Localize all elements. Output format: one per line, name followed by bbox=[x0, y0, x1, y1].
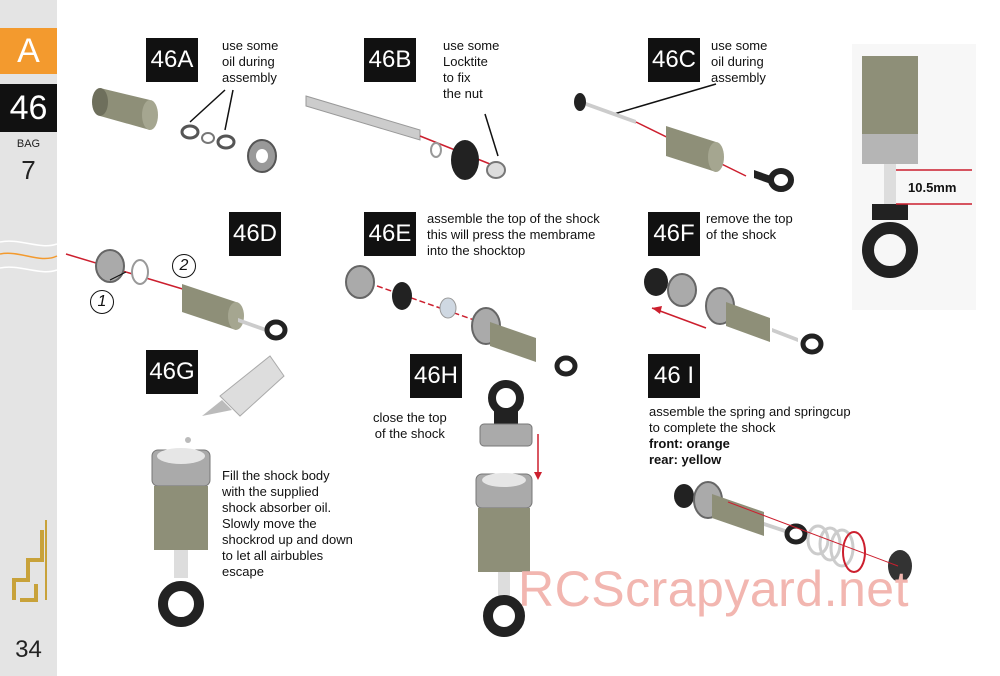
step-46g-note-line: with the supplied bbox=[222, 484, 319, 499]
section-letter: A bbox=[0, 28, 57, 74]
step-46h-note: close the top of the shock bbox=[373, 410, 447, 442]
step-46g-note-line: shockrod up and down bbox=[222, 532, 353, 547]
step-46g-illustration bbox=[151, 355, 285, 627]
step-46f-note-line: of the shock bbox=[706, 227, 777, 242]
sidebar-sweep-graphic bbox=[0, 240, 58, 273]
callout-2: 2 bbox=[172, 254, 196, 278]
brand-logo bbox=[12, 520, 47, 602]
step-46c-note-line: use some bbox=[711, 38, 768, 53]
step-46b-note-line: Locktite bbox=[443, 54, 488, 69]
step-46d-label: 46D bbox=[229, 212, 281, 256]
step-46f-note-line: remove the top bbox=[706, 211, 793, 226]
step-46e-note-line: this will press the membrame bbox=[427, 227, 596, 242]
spring-rear-color: rear: yellow bbox=[649, 452, 722, 467]
callout-1: 1 bbox=[90, 290, 114, 314]
step-46h-note-line: close the top bbox=[373, 410, 447, 425]
step-46i-label: 46 I bbox=[648, 354, 700, 398]
step-46f-label: 46F bbox=[648, 212, 700, 256]
step-46h-note-line: of the shock bbox=[374, 426, 445, 441]
step-46c-illustration bbox=[574, 83, 794, 192]
step-46h-label: 46H bbox=[410, 354, 462, 398]
step-46a-illustration bbox=[92, 88, 277, 173]
step-46g-note-line: to let all airbubles bbox=[222, 548, 324, 563]
step-46e-illustration bbox=[345, 265, 578, 377]
step-46c-label: 46C bbox=[648, 38, 700, 82]
step-number: 46 bbox=[0, 84, 57, 132]
step-46i-note-line: to complete the shock bbox=[649, 420, 776, 435]
watermark: RCScrapyard.net bbox=[518, 561, 909, 617]
step-46a-note-line: use some bbox=[222, 38, 279, 53]
measurement-illustration bbox=[862, 56, 972, 278]
step-46i-illustration bbox=[674, 481, 912, 582]
step-46g-note: Fill the shock body with the supplied sh… bbox=[222, 468, 353, 580]
step-46g-note-line: escape bbox=[222, 564, 264, 579]
step-46a-note-line: oil during bbox=[222, 54, 275, 69]
step-46f-note: remove the top of the shock bbox=[706, 211, 793, 243]
step-46b-note-line: the nut bbox=[443, 86, 483, 101]
step-46c-note-line: oil during bbox=[711, 54, 764, 69]
step-46c-note: use some oil during assembly bbox=[711, 38, 767, 86]
page-number: 34 bbox=[15, 636, 42, 663]
step-46a-note: use some oil during assembly bbox=[222, 38, 278, 86]
step-46e-label: 46E bbox=[364, 212, 416, 256]
step-46e-note-line: into the shocktop bbox=[427, 243, 526, 258]
spring-icon bbox=[806, 524, 866, 573]
step-46d-illustration bbox=[65, 249, 288, 341]
step-46h-illustration bbox=[475, 380, 542, 637]
spring-front-color: front: orange bbox=[649, 436, 730, 451]
step-46b-label: 46B bbox=[364, 38, 416, 82]
step-46g-note-line: shock absorber oil. bbox=[222, 500, 332, 515]
step-46b-illustration bbox=[305, 95, 506, 180]
step-46e-note-line: assemble the top of the shock bbox=[427, 211, 600, 226]
step-46b-note-line: to fix bbox=[443, 70, 471, 85]
step-46a-note-line: assembly bbox=[222, 70, 277, 85]
step-46g-label: 46G bbox=[146, 350, 198, 394]
step-46b-note-line: use some bbox=[443, 38, 500, 53]
step-46g-note-line: Fill the shock body bbox=[222, 468, 330, 483]
bag-number: 7 bbox=[21, 155, 36, 185]
step-46i-note: assemble the spring and springcup to com… bbox=[649, 404, 851, 468]
step-46i-note-line: assemble the spring and springcup bbox=[649, 404, 851, 419]
step-46b-note: use some Locktite to fix the nut bbox=[443, 38, 499, 102]
step-46f-illustration bbox=[644, 268, 824, 355]
measurement-label: 10.5mm bbox=[908, 180, 957, 195]
step-46a-label: 46A bbox=[146, 38, 198, 82]
step-46g-note-line: Slowly move the bbox=[222, 516, 317, 531]
step-46e-note: assemble the top of the shock this will … bbox=[427, 211, 600, 259]
bag-label: BAG bbox=[16, 138, 41, 150]
step-46c-note-line: assembly bbox=[711, 70, 766, 85]
